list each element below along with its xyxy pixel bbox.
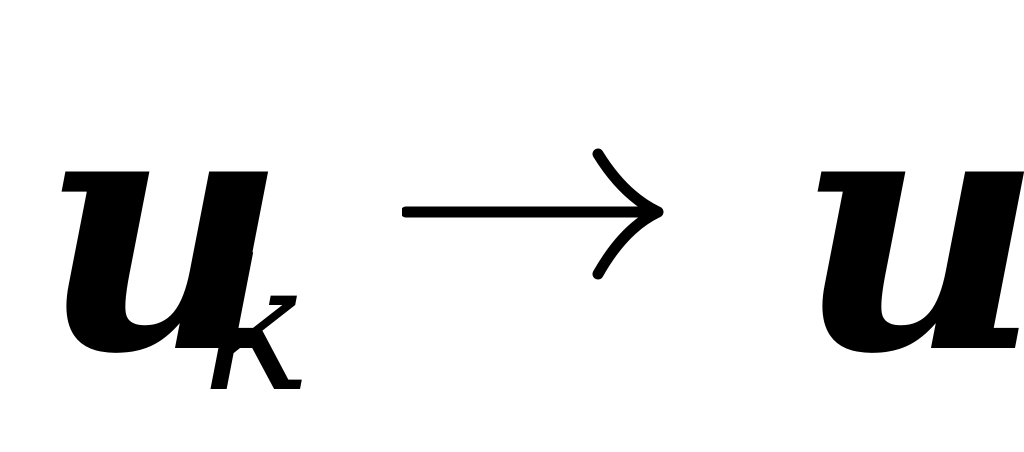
variable-u: u <box>40 30 288 429</box>
right-arrow-icon <box>402 148 664 280</box>
subscript-k: k <box>203 223 313 432</box>
variable-u-limit: u <box>796 30 1024 429</box>
